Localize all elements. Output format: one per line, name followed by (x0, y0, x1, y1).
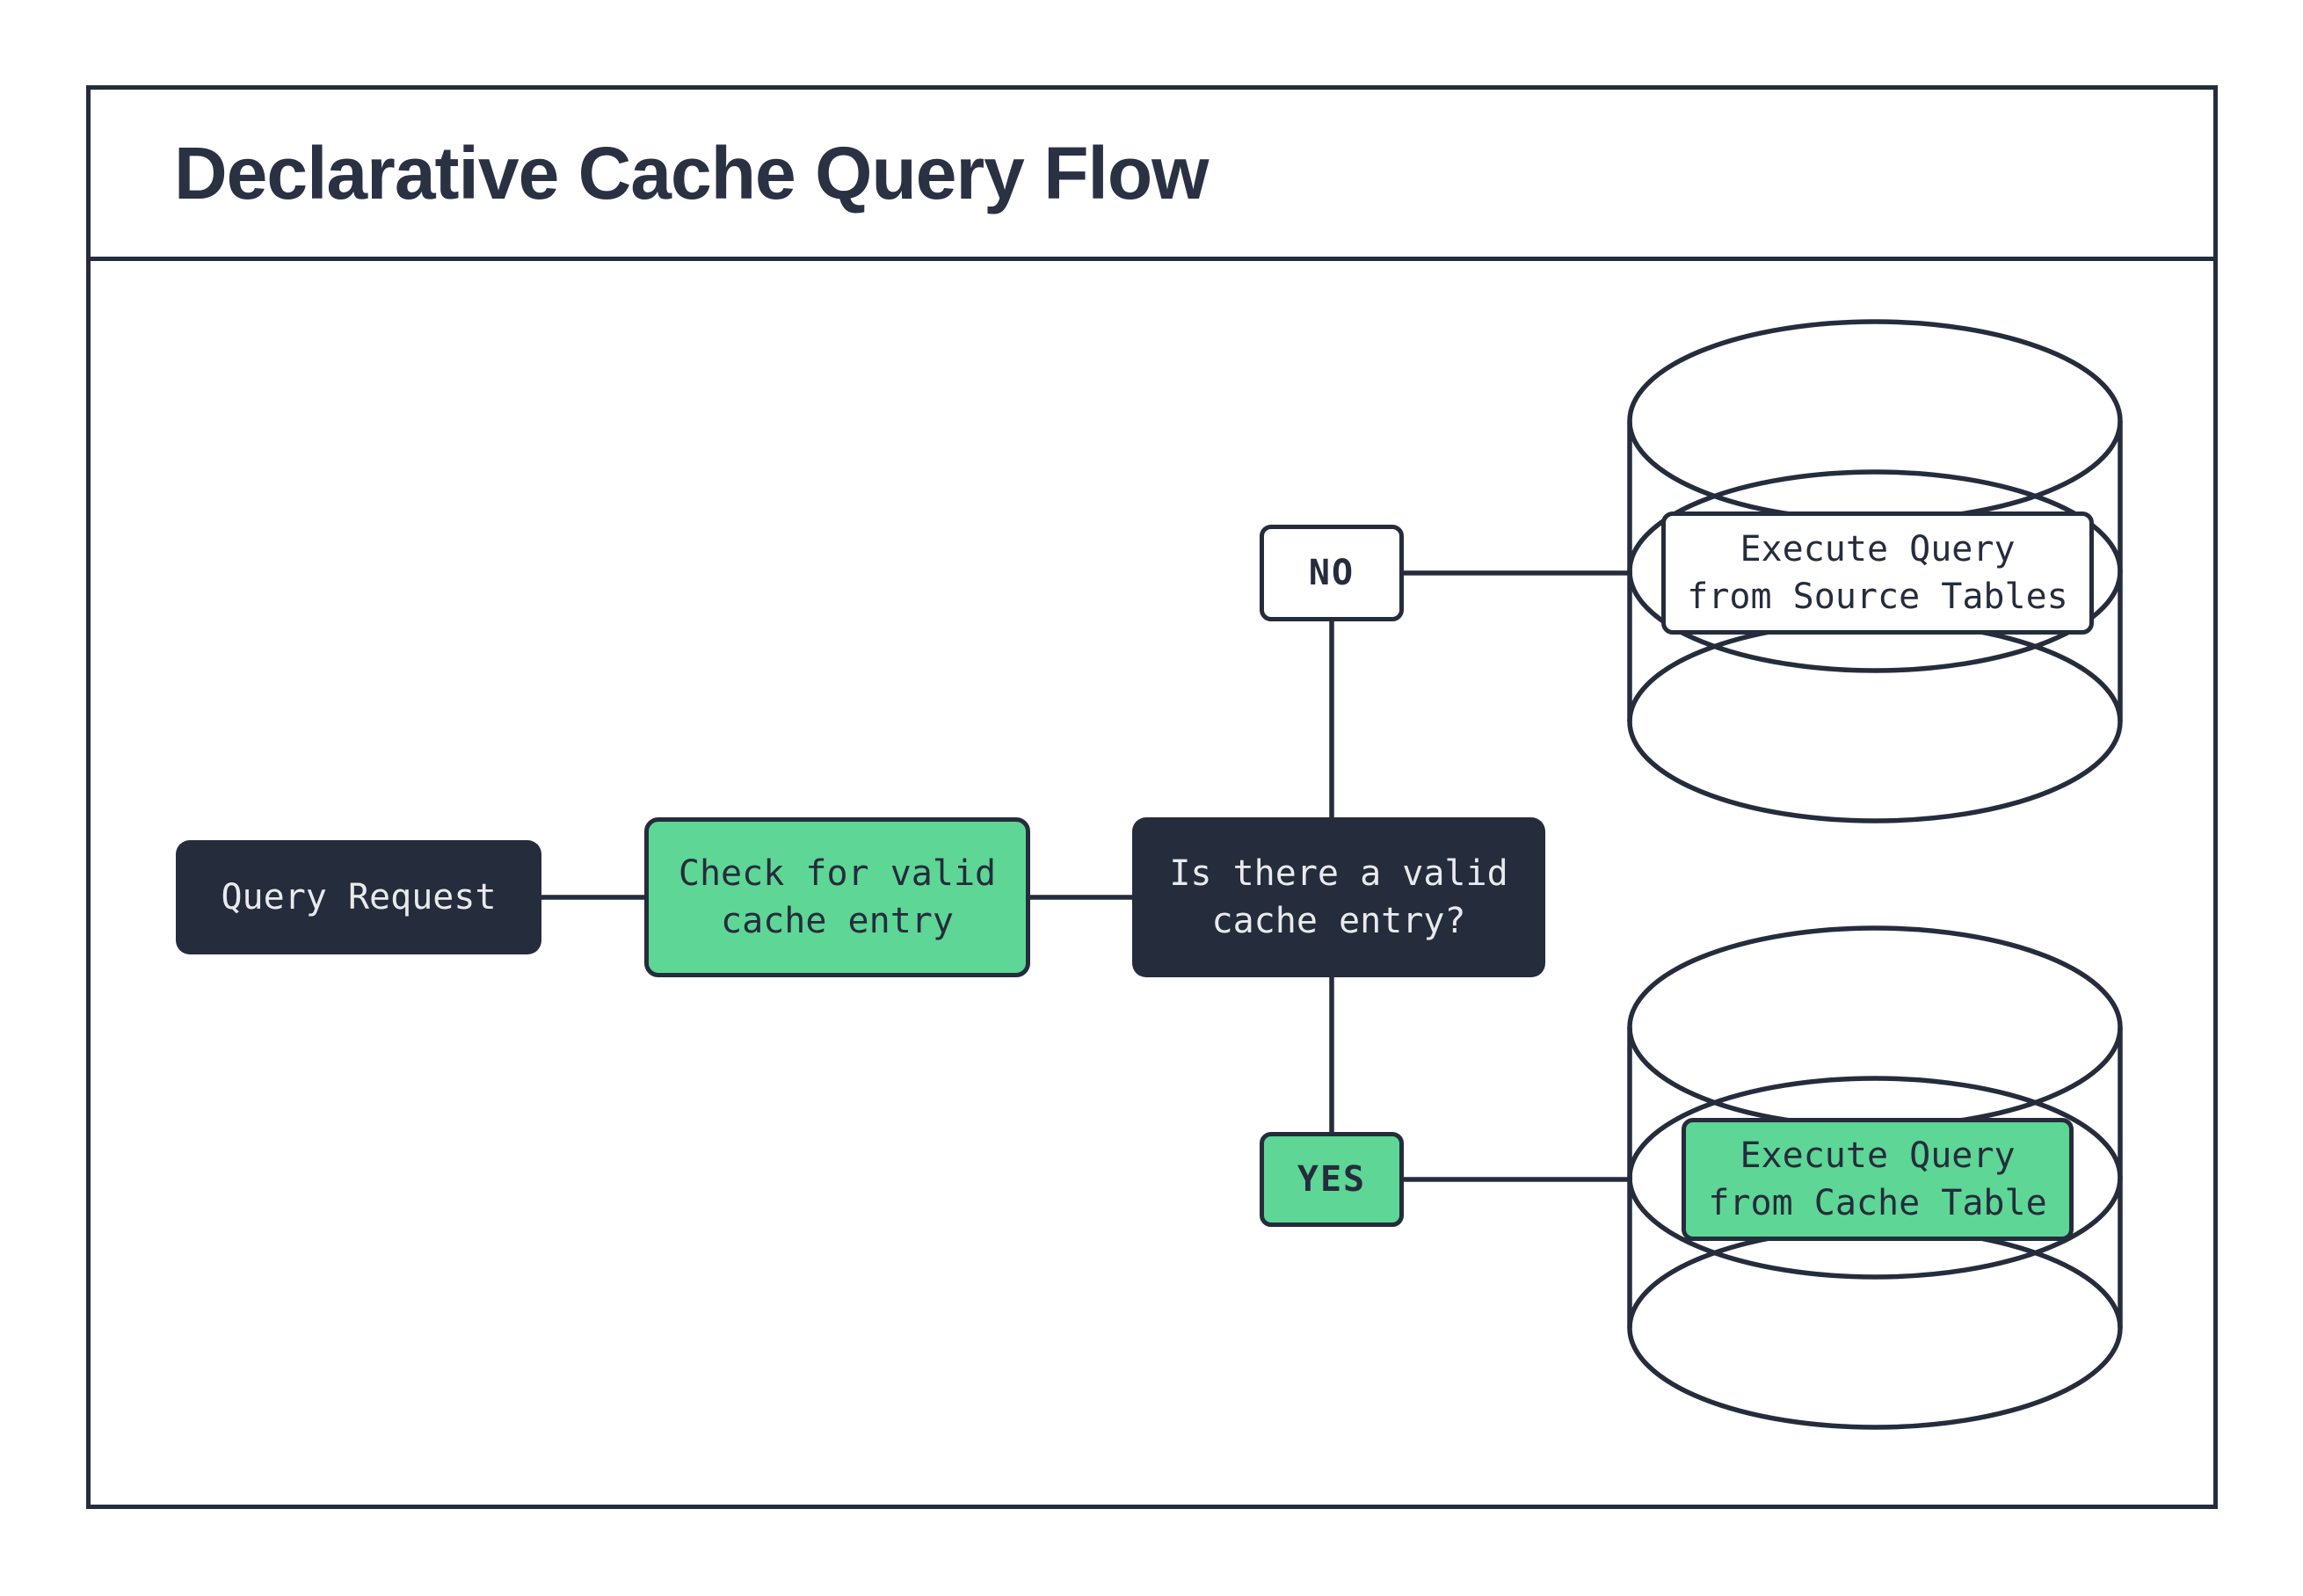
outer-frame: Declarative Cache Query Flow (86, 85, 2218, 1509)
node-execute-source: Execute Query from Source Tables (1661, 511, 2094, 635)
node-check-cache: Check for valid cache entry (644, 817, 1030, 977)
node-query-request: Query Request (176, 840, 541, 954)
title-bar: Declarative Cache Query Flow (91, 90, 2213, 261)
node-branch-no: NO (1260, 525, 1404, 621)
page-title: Declarative Cache Query Flow (174, 131, 1210, 214)
node-execute-cache: Execute Query from Cache Table (1682, 1118, 2074, 1241)
node-branch-yes: YES (1260, 1132, 1404, 1227)
node-decision: Is there a valid cache entry? (1132, 817, 1545, 977)
